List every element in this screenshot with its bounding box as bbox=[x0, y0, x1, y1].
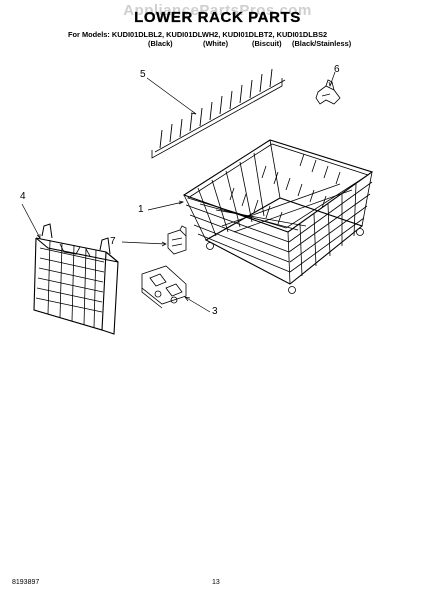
callout-1: 1 bbox=[138, 204, 144, 215]
callout-7: 7 bbox=[110, 236, 116, 247]
page-title: LOWER RACK PARTS bbox=[134, 9, 301, 26]
rack-bumper-part bbox=[167, 225, 187, 255]
callout-6: 6 bbox=[334, 64, 340, 75]
finish-black-stainless: (Black/Stainless) bbox=[292, 39, 352, 48]
rack-clip-part bbox=[315, 79, 341, 105]
wheel-carrier-part bbox=[141, 265, 187, 309]
finish-black: (Black) bbox=[148, 39, 173, 48]
callout-leaders bbox=[21, 71, 336, 313]
callout-3: 3 bbox=[212, 306, 218, 317]
finish-biscuit: (Biscuit) bbox=[252, 39, 282, 48]
callout-4: 4 bbox=[20, 191, 26, 202]
models-line: For Models: KUDI01DLBL2, KUDI01DLWH2, KU… bbox=[68, 30, 328, 39]
lower-rack-part bbox=[182, 139, 374, 294]
finish-white: (White) bbox=[203, 39, 229, 48]
tine-row-part bbox=[151, 68, 286, 159]
doc-number: 8193897 bbox=[12, 579, 40, 586]
silverware-basket-part bbox=[33, 223, 119, 335]
callout-5: 5 bbox=[140, 69, 146, 80]
watermark: AppliancePartsPros.com bbox=[123, 2, 312, 19]
page-number: 13 bbox=[212, 579, 220, 586]
